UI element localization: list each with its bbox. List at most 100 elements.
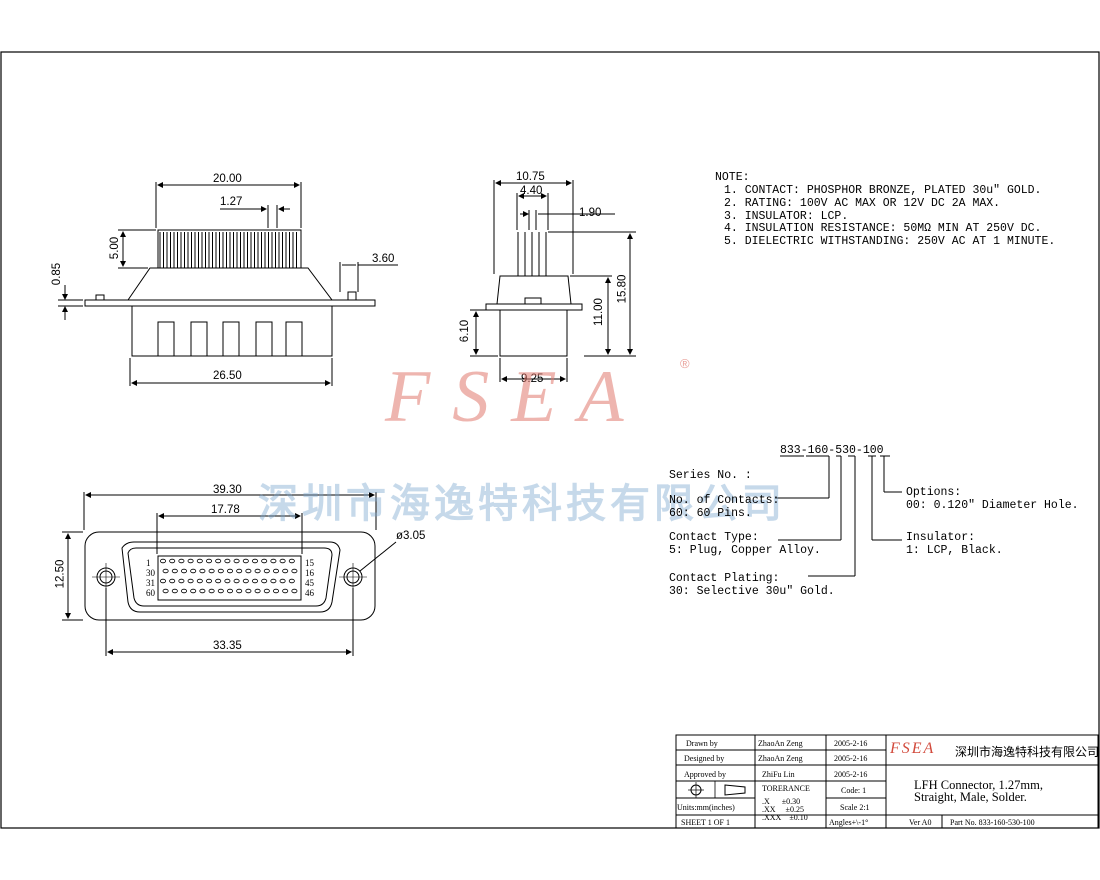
drawn-label: Drawn by	[686, 739, 718, 748]
designed-label: Designed by	[684, 754, 725, 763]
contact-pin	[159, 578, 166, 584]
plating-label: Contact Plating:	[669, 572, 780, 585]
contact-pin	[178, 558, 185, 564]
approved-name: ZhiFu Lin	[762, 770, 795, 779]
tolerance-x: .X ±0.30	[762, 797, 801, 806]
description-line-2: Straight, Male, Solder.	[914, 790, 1027, 804]
sheet-border	[0, 51, 1100, 829]
contact-pin	[233, 578, 240, 584]
contact-pin	[272, 568, 279, 574]
pin-number-1: 1	[146, 558, 151, 568]
contact-pin	[242, 578, 249, 584]
type-label: Contact Type:	[669, 531, 759, 544]
contact-pin	[205, 578, 212, 584]
angles-label: Angles+\-1°	[829, 818, 869, 827]
plating-value: 30: Selective 30u" Gold.	[669, 585, 835, 598]
part-code: 833-160-530-100	[780, 444, 884, 457]
contacts-value: 60: 60 Pins.	[669, 507, 752, 520]
contact-pin	[291, 568, 298, 574]
dim-10-75: 10.75	[516, 171, 545, 183]
scale-label: Scale 2:1	[840, 803, 870, 812]
contact-pin	[162, 568, 169, 574]
contact-pin	[169, 578, 176, 584]
contact-pin	[288, 578, 295, 584]
approved-label: Approved by	[684, 770, 726, 779]
registered-mark: ®	[680, 356, 690, 371]
title-block-logo: FSEA	[890, 740, 936, 757]
contact-pin	[270, 558, 277, 564]
pin-number-31: 31	[146, 578, 155, 588]
sheet-label: SHEET 1 OF 1	[681, 818, 730, 827]
contact-pin	[199, 568, 206, 574]
contact-pin	[242, 558, 249, 564]
contact-pin	[224, 558, 231, 564]
series-label: Series No. :	[669, 469, 752, 482]
front-view	[58, 182, 398, 386]
contact-pin	[169, 558, 176, 564]
part-number-label: Part No. 833-160-530-100	[950, 818, 1035, 827]
dim-11-00: 11.00	[592, 298, 605, 326]
insulator-label: Insulator:	[906, 531, 976, 544]
contact-pin	[233, 558, 240, 564]
contact-pin	[180, 588, 187, 594]
contact-pin	[282, 568, 289, 574]
contact-pin	[236, 568, 243, 574]
approved-date: 2005-2-16	[834, 770, 868, 779]
dim-1-27: 1.27	[220, 196, 243, 208]
note-item: 3. INSULATOR: LCP.	[724, 210, 849, 223]
dim-3-60: 3.60	[372, 253, 395, 265]
dim-4-40: 4.40	[520, 185, 543, 197]
dim-1-90: 1.90	[579, 207, 602, 219]
code-label: Code: 1	[841, 786, 867, 795]
contact-pin	[196, 578, 203, 584]
dim-17-78: 17.78	[211, 504, 240, 516]
dim-15-80: 15.80	[616, 274, 629, 304]
dim-0-85: 0.85	[51, 262, 64, 286]
contact-pin	[291, 588, 298, 594]
contact-pin	[251, 558, 258, 564]
pin-number-45: 45	[305, 578, 314, 588]
pin-number-60: 60	[146, 588, 155, 598]
part-code-leaders	[775, 455, 902, 577]
contact-pin	[215, 558, 222, 564]
contact-pin	[190, 568, 197, 574]
drawn-name: ZhaoAn Zeng	[758, 739, 803, 748]
contact-pin	[282, 588, 289, 594]
top-view	[62, 492, 397, 656]
dim-6-10: 6.10	[459, 319, 472, 343]
tolerance-xx: .XX ±0.25	[762, 805, 804, 814]
contact-pin	[171, 588, 178, 594]
type-value: 5: Plug, Copper Alloy.	[669, 544, 821, 557]
contact-pin	[159, 558, 166, 564]
pin-number-46: 46	[305, 588, 314, 598]
pin-number-15: 15	[305, 558, 314, 568]
contact-pin	[171, 568, 178, 574]
contact-pin	[270, 578, 277, 584]
dim-5-00: 5.00	[109, 236, 122, 260]
tolerance-xxx: .XXX ±0.10	[762, 813, 808, 822]
contact-pin	[261, 578, 268, 584]
contacts-label: No. of Contacts:	[669, 494, 780, 507]
watermark-company: 深圳市海逸特科技有限公司	[258, 481, 786, 527]
contact-pin	[251, 578, 258, 584]
version-label: Ver A0	[909, 818, 932, 827]
title-block-company: 深圳市海逸特科技有限公司	[955, 745, 1100, 759]
tolerance-label: TORERANCE	[762, 784, 810, 793]
description-line-1: LFH Connector, 1.27mm,	[914, 778, 1044, 792]
options-value: 00: 0.120" Diameter Hole.	[906, 499, 1079, 512]
units-label: Units:mm(inches)	[677, 803, 735, 812]
note-item: 1. CONTACT: PHOSPHOR BRONZE, PLATED 30u"…	[724, 184, 1042, 197]
designed-name: ZhaoAn Zeng	[758, 754, 803, 763]
contact-pin	[279, 578, 286, 584]
dim-20-00: 20.00	[213, 173, 242, 185]
contact-pin	[279, 558, 286, 564]
dim-26-50: 26.50	[213, 370, 242, 382]
contact-pin	[226, 568, 233, 574]
note-item: 4. INSULATION RESISTANCE: 50MΩ MIN AT 25…	[724, 222, 1042, 235]
contact-pin	[180, 568, 187, 574]
contact-pin	[208, 568, 215, 574]
contact-pin	[263, 588, 270, 594]
dim-33-35: 33.35	[213, 640, 242, 652]
contact-pin	[199, 588, 206, 594]
